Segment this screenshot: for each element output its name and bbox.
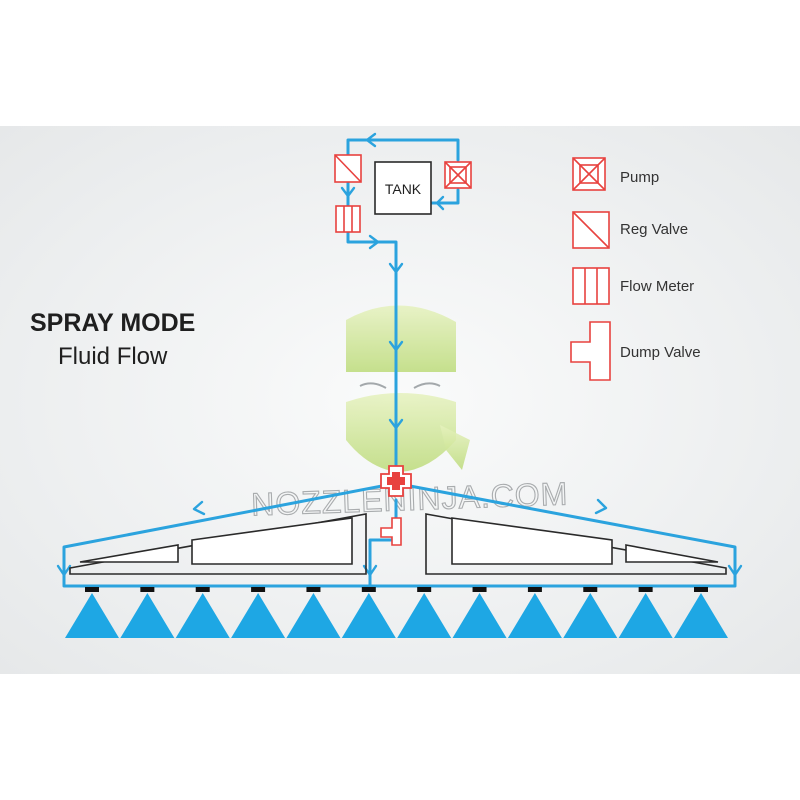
boom-right-feed-line	[408, 484, 737, 582]
legend-pump-label: Pump	[620, 169, 659, 186]
flow-arrow	[388, 262, 404, 274]
nozzle-tip	[306, 587, 321, 592]
flow-lines	[62, 138, 737, 590]
spray-fan	[120, 593, 175, 638]
spray-fan	[674, 593, 728, 638]
nozzle-tip	[472, 587, 487, 592]
legend-dump-valve-label: Dump Valve	[620, 344, 701, 361]
recirculation-line	[346, 138, 460, 170]
reg-valve-component	[334, 154, 362, 183]
pump-component	[444, 161, 472, 189]
nozzle-tip	[638, 587, 653, 592]
nozzle-tip	[85, 587, 99, 592]
boom	[69, 513, 727, 575]
nozzle-tip	[527, 587, 542, 592]
spray-fan	[397, 593, 452, 638]
legend-pump-icon	[572, 157, 606, 191]
flow-arrow	[340, 186, 356, 198]
flow-arrow	[192, 500, 206, 516]
tank-label: TANK	[385, 181, 422, 197]
flow-meter-to-boom-line	[346, 230, 398, 478]
tank: TANK	[374, 161, 432, 215]
pump-to-tank-line	[430, 188, 460, 205]
flow-arrow	[727, 564, 743, 577]
dump-valve-component	[380, 465, 412, 497]
dump-valve-t-component	[380, 517, 402, 546]
spray-fan	[65, 593, 119, 638]
flow-arrows	[56, 132, 743, 577]
legend-flow-meter-label: Flow Meter	[620, 278, 694, 295]
boom-section-1	[79, 544, 179, 563]
flow-arrow	[368, 234, 380, 250]
flow-meter-component	[335, 205, 361, 233]
legend: Pump Reg Valve Flow Meter Dump Valve	[570, 157, 701, 381]
flow-arrow	[365, 132, 377, 148]
legend-dump-valve-icon	[570, 321, 611, 381]
ninja-logo-watermark	[346, 305, 470, 472]
boom-outer-frame	[69, 513, 367, 575]
nozzle-tip	[361, 587, 376, 592]
flow-arrow	[594, 498, 608, 515]
nozzle-tip	[417, 587, 432, 592]
legend-flow-meter-icon	[572, 267, 610, 305]
nozzle-tip	[583, 587, 598, 592]
nozzle-tip	[251, 587, 266, 592]
boom-left-feed-line	[62, 484, 384, 582]
boom-section-4	[625, 544, 719, 563]
flow-arrow	[435, 195, 445, 211]
spray-fan	[507, 593, 562, 638]
spray-fan	[231, 593, 286, 638]
flow-arrow	[388, 340, 404, 352]
mode-subtitle: Fluid Flow	[58, 343, 168, 370]
spray-fan	[618, 593, 673, 638]
boom-manifold-line	[62, 578, 737, 588]
nozzle-tip	[694, 587, 708, 592]
boom-section-3	[451, 517, 613, 565]
nozzle-row	[65, 587, 728, 638]
spray-fan	[341, 593, 396, 638]
flow-arrow	[56, 564, 72, 577]
spray-fan	[175, 593, 230, 638]
legend-reg-valve-label: Reg Valve	[620, 221, 688, 238]
flow-arrow	[388, 418, 404, 430]
mode-title: SPRAY MODE	[30, 309, 195, 337]
legend-reg-valve-icon	[572, 211, 610, 249]
spray-fan	[286, 593, 341, 638]
nozzle-tip	[195, 587, 210, 592]
nozzle-tip	[140, 587, 155, 592]
boom-section-2	[191, 517, 353, 565]
spray-fan	[563, 593, 618, 638]
spray-fan	[452, 593, 507, 638]
